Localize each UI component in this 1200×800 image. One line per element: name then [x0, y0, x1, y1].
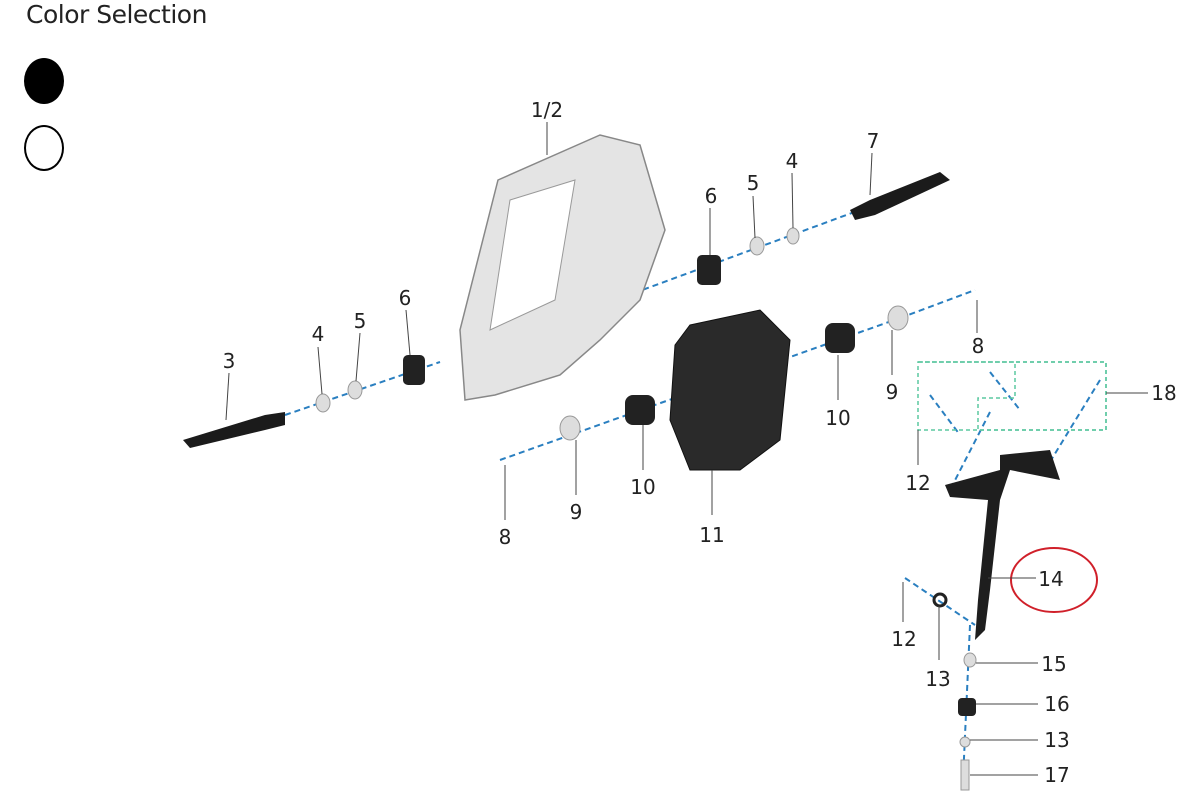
callout-13[interactable]: 13 [1044, 728, 1069, 752]
callout-12[interactable]: 12 [905, 471, 930, 495]
group-box-18 [918, 361, 1107, 431]
callout-18[interactable]: 18 [1151, 381, 1176, 405]
page-title: Color Selection [26, 0, 207, 29]
turn-signal-right [850, 172, 950, 220]
instrument-cluster [669, 309, 791, 471]
turn-signal-left [183, 412, 285, 448]
callout-9[interactable]: 9 [570, 500, 583, 524]
callout-13[interactable]: 13 [925, 667, 950, 691]
callout-10[interactable]: 10 [630, 475, 655, 499]
callout-4[interactable]: 4 [786, 149, 799, 173]
leader-lines [225, 122, 1148, 776]
callout-14[interactable]: 14 [1038, 567, 1063, 591]
callout-9[interactable]: 9 [886, 380, 899, 404]
callout-8[interactable]: 8 [972, 334, 985, 358]
callout-8[interactable]: 8 [499, 525, 512, 549]
color-swatch-white[interactable] [24, 125, 64, 171]
color-swatch-black[interactable] [24, 58, 64, 104]
callout-5[interactable]: 5 [354, 309, 367, 333]
callout-10[interactable]: 10 [825, 406, 850, 430]
callout-16[interactable]: 16 [1044, 692, 1069, 716]
mount-bracket [945, 450, 1060, 640]
instrument-bracket [459, 134, 666, 401]
callout-6[interactable]: 6 [705, 184, 718, 208]
callout-12[interactable]: 12 [891, 627, 916, 651]
callout-1-2[interactable]: 1/2 [531, 98, 563, 122]
callout-17[interactable]: 17 [1044, 763, 1069, 787]
callout-5[interactable]: 5 [747, 171, 760, 195]
callout-15[interactable]: 15 [1041, 652, 1066, 676]
highlight-circle [1010, 547, 1098, 613]
callout-4[interactable]: 4 [312, 322, 325, 346]
callout-3[interactable]: 3 [223, 349, 236, 373]
washers [315, 227, 977, 791]
callout-11[interactable]: 11 [699, 523, 724, 547]
grommets [403, 255, 976, 716]
callout-7[interactable]: 7 [867, 129, 880, 153]
callout-6[interactable]: 6 [399, 286, 412, 310]
